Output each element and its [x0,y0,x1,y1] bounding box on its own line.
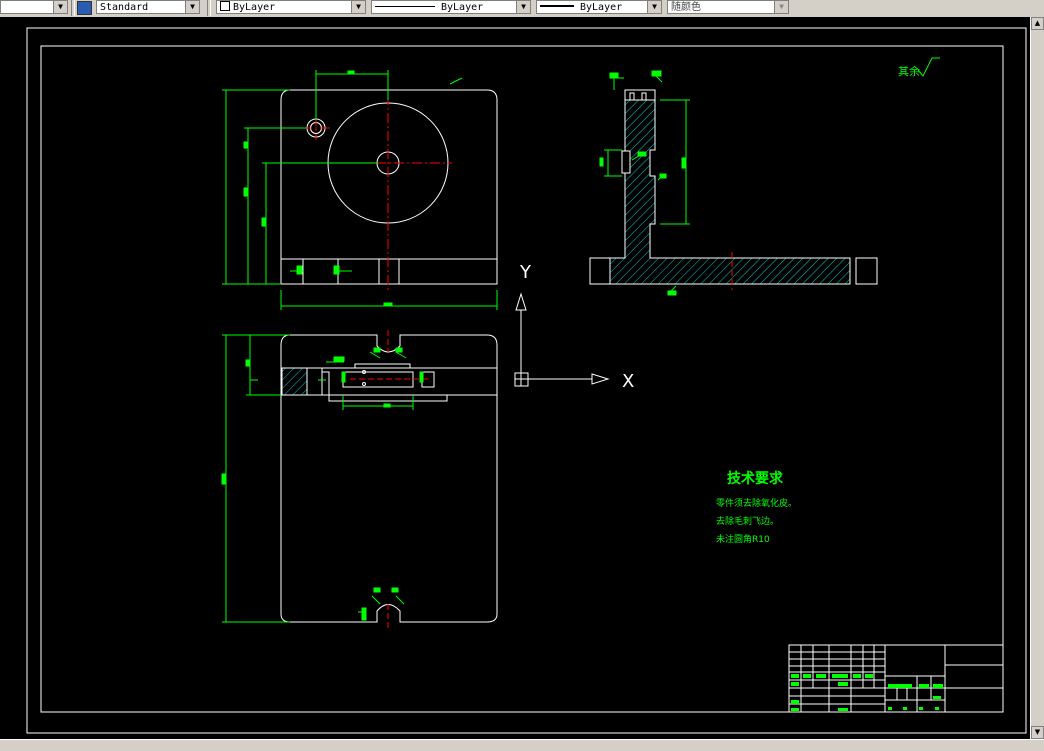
text-style-icon[interactable] [77,1,92,15]
plot-color-value: 随颜色 [671,2,701,13]
title-block-labels [791,674,943,711]
text-style-value: Standard [100,2,149,13]
linetype-select[interactable]: ByLayer ▼ [371,0,531,14]
chevron-down-icon[interactable]: ▼ [351,1,365,13]
ucs-y-label: Y [519,262,532,283]
color-swatch-icon [220,1,230,11]
layer-value: ByLayer [233,2,276,13]
plot-color-select[interactable]: 随颜色 ▼ [667,0,789,14]
chevron-down-icon[interactable]: ▼ [516,1,530,13]
vertical-scrollbar[interactable]: ▲ ▼ [1030,17,1044,739]
tech-note-1: 零件须去除氧化皮。 [716,497,797,509]
toolbar-separator [207,0,211,16]
model-space-canvas[interactable]: Y X 其余 技术要求 零件须去除氧化皮。 去除毛刺飞边。 未注圆角R10 [0,17,1030,739]
sheet-inner-border [40,45,1004,713]
title-block [788,644,1004,713]
scroll-down-icon[interactable]: ▼ [1031,726,1044,739]
status-bar [0,739,1044,751]
drawing-area[interactable]: Y X 其余 技术要求 零件须去除氧化皮。 去除毛刺飞边。 未注圆角R10 [0,17,1044,739]
chevron-down-icon[interactable]: ▼ [185,1,199,13]
previous-combo[interactable]: ▼ [0,0,68,14]
chevron-down-icon[interactable]: ▼ [774,1,788,13]
ucs-icon [514,292,610,387]
chevron-down-icon[interactable]: ▼ [53,1,67,13]
tech-note-2: 去除毛刺飞边。 [716,515,779,527]
sheet-outer-border [26,27,1027,734]
front-view-dimensions [222,70,498,310]
lineweight-preview-icon [540,5,574,7]
side-view-dimensions [599,70,690,296]
lineweight-value: ByLayer [580,2,623,13]
drawing-svg[interactable]: Y X 其余 技术要求 零件须去除氧化皮。 去除毛刺飞边。 未注圆角R10 [0,17,1030,739]
lineweight-select[interactable]: ByLayer ▼ [536,0,662,14]
tech-note-3: 未注圆角R10 [716,533,770,545]
linetype-preview-icon [375,6,435,7]
front-view [280,89,498,285]
top-view-centerlines [350,330,430,628]
toolbar-separator [71,0,75,16]
ucs-x-label: X [622,371,634,392]
roughness-symbol-icon [917,57,940,77]
linetype-value: ByLayer [441,2,484,13]
roughness-note: 其余 [898,64,920,78]
side-section-view [589,89,878,285]
layer-select[interactable]: ByLayer ▼ [216,0,366,14]
scroll-up-icon[interactable]: ▲ [1031,17,1044,30]
properties-toolbar: ▼ Standard ▼ ByLayer ▼ ByLayer ▼ ByLayer… [0,0,1044,18]
chevron-down-icon[interactable]: ▼ [647,1,661,13]
tech-requirements-title: 技术要求 [727,470,784,487]
top-view [280,334,498,623]
text-style-select[interactable]: Standard ▼ [96,0,200,14]
top-view-dimensions [221,334,424,623]
